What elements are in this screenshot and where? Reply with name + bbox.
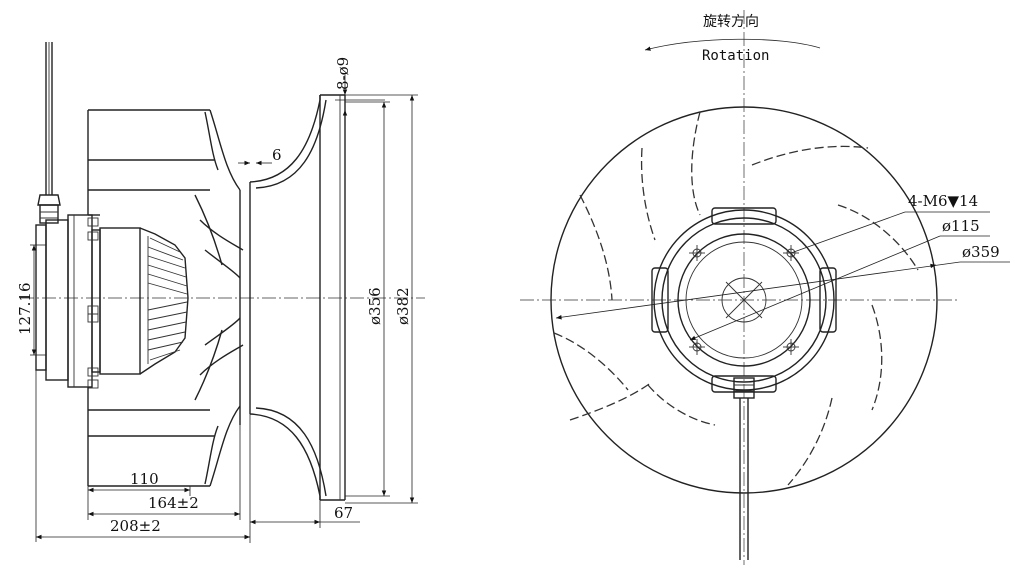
dim-m6-label: 4-M6▼14: [908, 192, 978, 210]
hub-ring-2: [661, 217, 827, 383]
hub-ring-3: [677, 233, 811, 367]
dim-110: 110: [88, 470, 190, 493]
dim-208-label: 208±2: [110, 517, 161, 535]
dim-8x9: 8-ø9: [334, 57, 385, 125]
motor-body: [99, 227, 189, 375]
dim-8x9-label: 8-ø9: [334, 57, 352, 90]
dim-164-label: 164±2: [148, 494, 199, 512]
side-view: 8-ø9 6 ø356 ø382: [16, 42, 425, 543]
dim-359: ø359: [555, 243, 1010, 320]
dim-6-label: 6: [272, 146, 282, 164]
inlet-shroud: [249, 94, 346, 501]
dim-382-label: ø382: [394, 287, 412, 325]
cable: [37, 42, 61, 224]
rotation-label-cn: 旋转方向: [703, 14, 759, 30]
dim-356-label: ø356: [366, 287, 384, 325]
front-view: 旋转方向 Rotation: [520, 10, 1010, 565]
rotation-label-en: Rotation: [702, 48, 769, 64]
m6-holes: [689, 245, 799, 355]
rotation-indicator: 旋转方向 Rotation: [644, 14, 821, 64]
dim-115-label: ø115: [942, 217, 980, 235]
impeller-side: [87, 109, 244, 487]
cable-gland: [733, 377, 755, 560]
impeller-blades: [553, 111, 919, 486]
dim-359-label: ø359: [962, 243, 1000, 261]
dim-208: 208±2: [36, 517, 250, 540]
hub-tabs: [651, 207, 837, 393]
dim-382: ø382: [345, 94, 418, 504]
hub-ring-outer: [653, 209, 835, 391]
rotation-arrow: [644, 38, 821, 51]
dim-110-label: 110: [130, 470, 159, 488]
motor-flange: [35, 214, 101, 389]
dim-m6: 4-M6▼14: [790, 192, 990, 254]
dim-67: 67: [250, 504, 360, 525]
dim-356: ø356: [345, 101, 390, 497]
dim-6: 6: [238, 146, 282, 166]
dim-127-16-label: 127.16: [16, 283, 34, 336]
dim-115: ø115: [689, 217, 990, 341]
dim-164: 164±2: [88, 494, 240, 517]
dim-127-16: 127.16: [16, 244, 46, 356]
hub-ring-inner: [721, 277, 767, 323]
dim-67-label: 67: [334, 504, 353, 522]
